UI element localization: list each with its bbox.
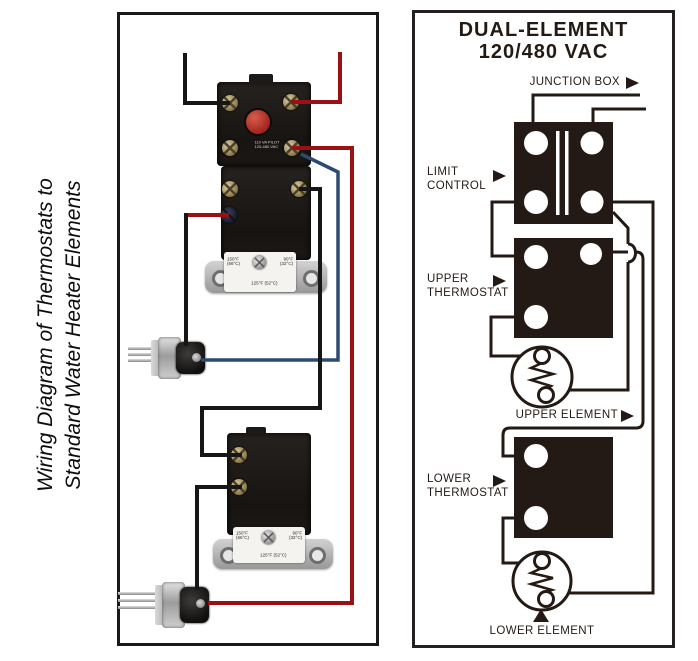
terminal-screw — [222, 95, 238, 111]
element-pin — [118, 606, 160, 609]
sticker-screw — [262, 531, 275, 544]
sticker-screw — [253, 256, 266, 269]
element-pin — [118, 592, 160, 595]
upper-thermostat-label: UPPER THERMOSTAT — [427, 273, 509, 299]
arrow-up-icon — [533, 609, 549, 622]
element-screw — [196, 599, 205, 608]
terminal-screw — [222, 181, 238, 197]
side-caption: Wiring Diagram of Thermostats to Standar… — [32, 115, 92, 555]
mounting-tab — [249, 74, 273, 84]
mounting-tab — [246, 427, 266, 436]
arrow-right-icon — [621, 410, 634, 422]
terminal-screw — [283, 94, 299, 110]
side-caption-line2: Standard Water Heater Elements — [62, 180, 85, 490]
terminal-screw — [222, 140, 238, 156]
element-pin — [118, 599, 160, 602]
junction-box-label: JUNCTION BOX — [529, 76, 620, 88]
terminal-screw — [231, 447, 247, 463]
arrow-right-icon — [626, 77, 639, 89]
arrow-right-icon — [493, 475, 506, 487]
lower-element-label: LOWER ELEMENT — [489, 625, 595, 637]
terminal-screw-dark — [221, 207, 237, 223]
element-flange — [158, 337, 181, 379]
reset-button — [244, 108, 272, 136]
schematic-panel — [412, 10, 675, 648]
bracket-hole — [309, 547, 326, 564]
side-caption-line1: Wiring Diagram of Thermostats to — [34, 178, 57, 492]
bracket-hole — [303, 270, 320, 287]
limit-control-label: LIMIT CONTROL — [427, 166, 487, 192]
arrow-right-icon — [493, 275, 506, 287]
element-pin — [128, 353, 155, 356]
terminal-screw — [231, 479, 247, 495]
lower-thermostat-label: LOWER THERMOSTAT — [427, 473, 509, 499]
schematic-title-line2: 120/480 VAC — [478, 41, 609, 63]
element-pin — [128, 359, 155, 362]
terminal-screw — [291, 181, 307, 197]
upper-element-label: UPPER ELEMENT — [515, 409, 618, 421]
element-pin — [128, 347, 155, 350]
element-screw — [192, 353, 201, 362]
schematic-title-line1: DUAL-ELEMENT — [458, 19, 629, 41]
pilot-rating-label: 110 VA PILOT 120-480 VAC — [254, 140, 280, 149]
arrow-right-icon — [493, 170, 506, 182]
element-flange — [162, 582, 185, 628]
terminal-screw — [284, 140, 300, 156]
